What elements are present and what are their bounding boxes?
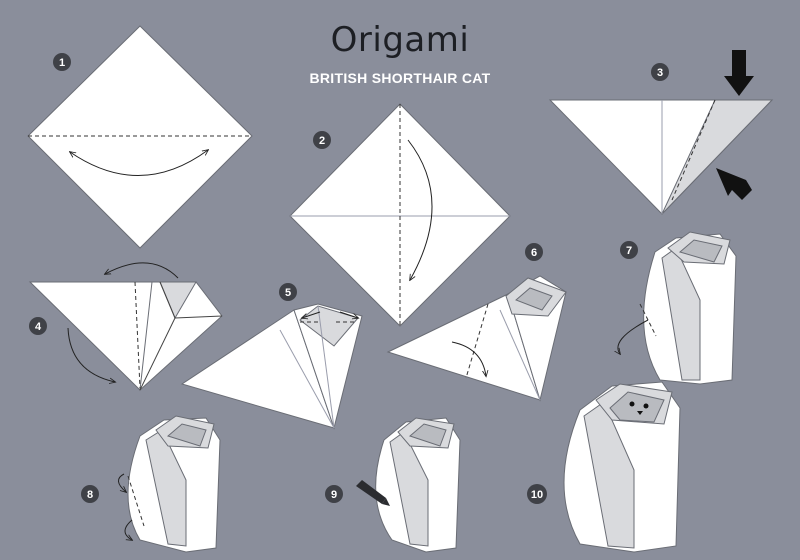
fold-arrow <box>302 311 321 318</box>
step-number-9: 9 <box>325 485 343 503</box>
pencil-icon <box>356 480 390 506</box>
step-number-10: 10 <box>527 484 547 504</box>
page-title: Origami <box>330 20 470 60</box>
step-number-5: 5 <box>279 283 297 301</box>
cat-face <box>409 423 447 447</box>
cat-nose <box>637 411 643 415</box>
step-number-1: 1 <box>53 53 71 71</box>
down-arrow-icon <box>724 50 754 96</box>
cat-face <box>609 391 665 423</box>
valley-fold-line <box>127 475 145 527</box>
step-number-4: 4 <box>29 317 47 335</box>
fold-arrow <box>70 150 208 176</box>
cat-face <box>166 423 207 447</box>
fold-arrow <box>124 519 132 540</box>
fold-arrow <box>451 341 486 376</box>
crease-line <box>499 309 541 401</box>
valley-fold-line <box>465 303 489 379</box>
fold-arrow <box>339 311 358 318</box>
step-6-figure <box>386 275 567 402</box>
svg-text:3: 3 <box>657 67 663 79</box>
fold-line <box>139 317 176 391</box>
paper-triangle <box>28 281 161 392</box>
cat-face <box>515 287 553 311</box>
step-1-figure <box>27 25 253 249</box>
paper-flap <box>661 99 774 215</box>
push-arrow-icon <box>716 168 752 200</box>
fold-line <box>174 315 223 319</box>
step-number-6: 6 <box>525 243 543 261</box>
step-number-2: 2 <box>313 131 331 149</box>
svg-text:1: 1 <box>59 57 65 69</box>
svg-text:7: 7 <box>626 245 632 257</box>
step-7-figure <box>618 231 737 385</box>
fold-line <box>159 281 176 319</box>
crease-line <box>317 305 335 429</box>
fold-arrow <box>67 327 115 382</box>
step-2-figure <box>289 103 511 327</box>
step-number-8: 8 <box>81 485 99 503</box>
svg-text:8: 8 <box>87 489 93 501</box>
step-3-figure <box>548 50 774 215</box>
cat-left-eye <box>629 401 635 407</box>
paper-square <box>289 103 511 327</box>
svg-text:10: 10 <box>531 489 543 501</box>
step-4-figure <box>28 262 223 392</box>
cat-face <box>678 239 723 263</box>
step-number-7: 7 <box>620 241 638 259</box>
step-8-figure <box>118 415 221 553</box>
svg-text:2: 2 <box>319 135 325 147</box>
svg-text:6: 6 <box>531 247 537 259</box>
svg-text:9: 9 <box>331 489 337 501</box>
step-5-figure <box>180 303 363 430</box>
cat-right-eye <box>643 403 649 409</box>
svg-text:4: 4 <box>35 321 42 333</box>
crease-line <box>279 329 335 429</box>
fold-arrow <box>118 473 126 492</box>
step-10-figure <box>563 381 681 553</box>
valley-fold-line <box>134 281 141 389</box>
fold-arrow <box>407 139 433 280</box>
svg-text:5: 5 <box>285 287 291 299</box>
flip-arrow <box>105 262 179 279</box>
step-9-figure <box>356 417 461 553</box>
step-number-3: 3 <box>651 63 669 81</box>
paper-square <box>27 25 253 249</box>
paper-right-side <box>293 303 363 430</box>
fold-arrow <box>618 319 649 354</box>
page-subtitle: BRITISH SHORTHAIR CAT <box>309 70 491 86</box>
